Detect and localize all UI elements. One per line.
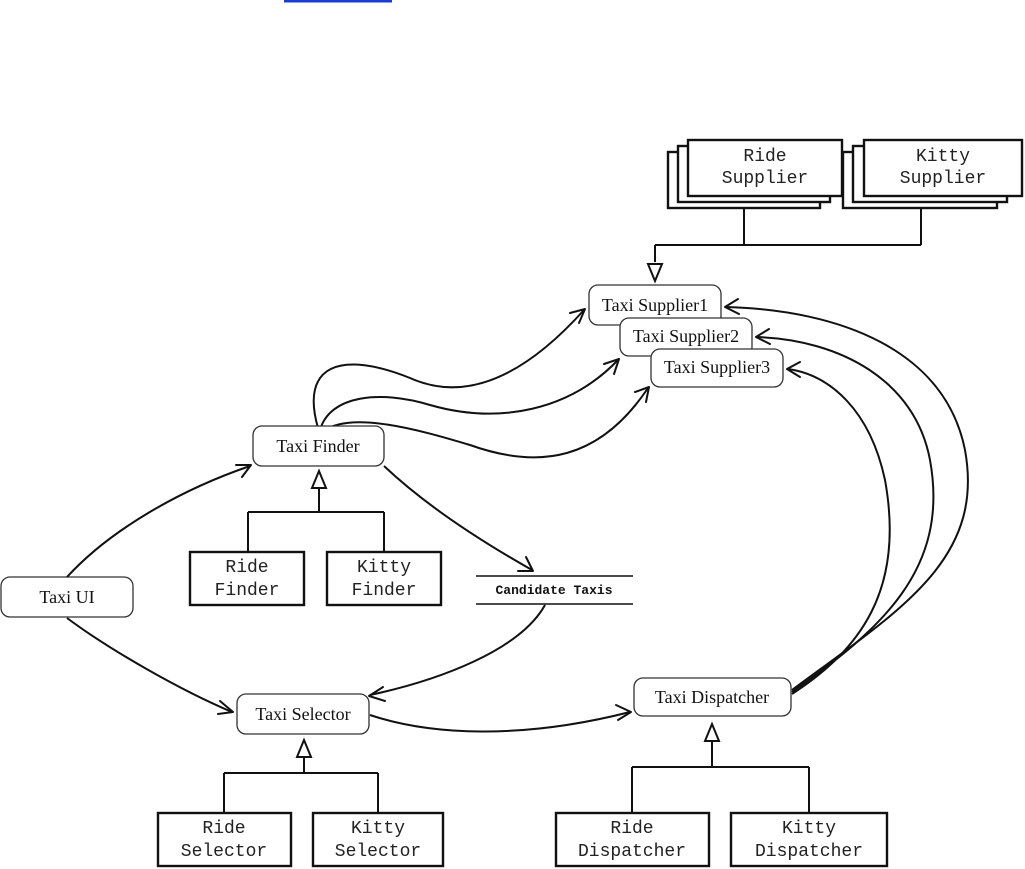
svg-text:Taxi Supplier3: Taxi Supplier3: [664, 357, 770, 377]
svg-text:Ride: Ride: [202, 819, 245, 839]
selector-generalization-lines: [223, 757, 379, 813]
taxi-ui-node[interactable]: Taxi UI: [0, 576, 134, 618]
supplier-generalization-arrow: [646, 263, 664, 284]
svg-text:Kitty: Kitty: [357, 558, 411, 578]
ui-to-selector-edge: [66, 617, 233, 713]
dispatcher-to-supplier1-edge: [725, 306, 969, 691]
svg-text:Ride: Ride: [610, 819, 653, 839]
finder-to-candidates-arrowhead: [517, 556, 534, 572]
dispatcher-generalization-arrow: [703, 721, 721, 742]
svg-text:Dispatcher: Dispatcher: [755, 842, 863, 862]
svg-text:Taxi Supplier2: Taxi Supplier2: [633, 326, 739, 346]
selector-generalization-arrow: [295, 737, 313, 758]
kitty-finder-box: Kitty Finder: [325, 550, 443, 607]
candidate-taxis-store: Candidate Taxis: [476, 575, 633, 605]
finder-to-supplier2-arrowhead: [603, 358, 620, 375]
taxi-dispatcher-node[interactable]: Taxi Dispatcher: [633, 677, 792, 717]
finder-to-supplier3-edge: [321, 387, 649, 459]
kitty-supplier-line1: Kitty: [916, 147, 970, 167]
svg-text:Finder: Finder: [215, 581, 280, 601]
kitty-supplier-line2: Supplier: [900, 169, 986, 189]
dispatcher-to-supplier2-edge: [756, 336, 935, 693]
ride-supplier-stack: Ride Supplier: [666, 138, 844, 210]
svg-text:Ride: Ride: [225, 558, 268, 578]
dispatcher-to-supplier2-arrowhead: [755, 328, 771, 345]
ui-to-finder-edge: [66, 465, 251, 578]
finder-to-supplier2-edge: [319, 359, 619, 431]
svg-text:Taxi Dispatcher: Taxi Dispatcher: [655, 687, 769, 707]
taxi-supplier2-node[interactable]: Taxi Supplier2: [619, 317, 753, 357]
svg-text:Taxi Supplier1: Taxi Supplier1: [602, 295, 708, 315]
svg-text:Candidate Taxis: Candidate Taxis: [495, 583, 612, 598]
ride-supplier-line1: Ride: [743, 147, 786, 167]
dispatcher-generalization-lines: [631, 741, 810, 813]
taxi-finder-node[interactable]: Taxi Finder: [252, 425, 385, 467]
selector-to-dispatcher-edge: [369, 711, 631, 733]
candidates-to-selector-arrowhead: [368, 686, 386, 702]
finder-to-supplier3-arrowhead: [634, 386, 650, 403]
candidates-to-selector-edge: [369, 604, 546, 696]
svg-text:Taxi Selector: Taxi Selector: [255, 704, 350, 724]
ui-to-finder-arrowhead: [235, 464, 252, 478]
dispatcher-to-supplier1-arrowhead: [724, 298, 740, 315]
svg-text:Dispatcher: Dispatcher: [578, 842, 686, 862]
taxi-supplier1-node[interactable]: Taxi Supplier1: [588, 284, 722, 326]
finder-to-supplier1-edge: [312, 309, 585, 429]
ride-supplier-line2: Supplier: [722, 169, 808, 189]
finder-generalization-arrow: [310, 468, 328, 489]
kitty-dispatcher-box: Kitty Dispatcher: [729, 811, 889, 868]
taxi-supplier3-node[interactable]: Taxi Supplier3: [650, 348, 784, 388]
selector-to-dispatcher-arrowhead: [615, 704, 632, 721]
svg-text:Taxi Finder: Taxi Finder: [276, 436, 359, 456]
ui-to-selector-arrowhead: [217, 700, 234, 715]
kitty-selector-box: Kitty Selector: [311, 811, 445, 868]
svg-text:Kitty: Kitty: [351, 819, 405, 839]
ride-dispatcher-box: Ride Dispatcher: [554, 811, 711, 868]
finder-generalization-lines: [247, 488, 385, 552]
svg-text:Taxi UI: Taxi UI: [39, 587, 94, 607]
supplier-generalization-lines: [654, 208, 922, 262]
ride-finder-box: Ride Finder: [188, 550, 306, 607]
finder-to-supplier1-arrowhead: [569, 308, 586, 324]
dispatcher-to-supplier3-edge: [787, 368, 891, 695]
ride-selector-box: Ride Selector: [156, 811, 293, 868]
svg-text:Finder: Finder: [352, 581, 417, 601]
svg-text:Selector: Selector: [181, 842, 267, 862]
kitty-supplier-stack: Kitty Supplier: [841, 138, 1024, 210]
svg-text:Selector: Selector: [335, 842, 421, 862]
dispatcher-to-supplier3-arrowhead: [786, 361, 801, 378]
taxi-selector-node[interactable]: Taxi Selector: [236, 693, 370, 735]
svg-text:Kitty: Kitty: [782, 819, 836, 839]
finder-to-candidates-edge: [383, 465, 533, 571]
